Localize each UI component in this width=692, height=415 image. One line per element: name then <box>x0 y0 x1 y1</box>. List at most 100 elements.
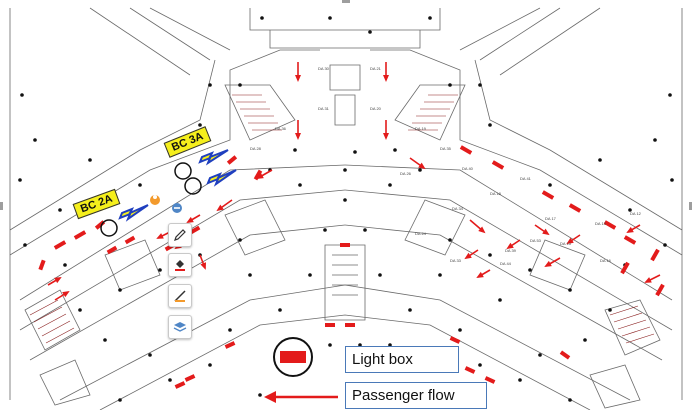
column-dot <box>478 363 482 367</box>
column-dot <box>568 288 572 292</box>
flow-arrowhead <box>383 75 389 82</box>
left-stair-hatch <box>232 94 282 131</box>
pencil-tool-button[interactable] <box>168 223 192 247</box>
legend-lightbox-symbol <box>280 351 306 363</box>
light-box-mark <box>124 235 136 245</box>
gate-label: DA 33 <box>450 258 462 263</box>
right-upper-diagonal <box>459 7 601 76</box>
column-dot <box>103 338 107 342</box>
line-tool-icon <box>174 290 186 302</box>
column-dot <box>33 138 37 142</box>
right-far-pod <box>529 239 586 291</box>
light-box-mark <box>650 248 660 262</box>
column-dot <box>388 343 392 347</box>
passenger-flow-arrows <box>47 62 661 301</box>
light-box-mark <box>459 145 473 155</box>
right-resize-handle[interactable] <box>689 202 692 210</box>
highlight-circle <box>184 177 202 195</box>
gate-label: DA 24 <box>415 231 427 236</box>
column-dot <box>278 308 282 312</box>
gate-label: DA 41 <box>520 176 532 181</box>
gate-label: DA 17 <box>545 216 557 221</box>
gate-label: DA 34 <box>452 206 464 211</box>
gate-label: DA 18 <box>490 191 502 196</box>
light-box-mark <box>106 245 118 255</box>
column-dot <box>668 93 672 97</box>
column-dot <box>368 30 372 34</box>
column-dot <box>298 183 302 187</box>
column-dot <box>568 398 572 402</box>
blue-arrow-upper <box>198 149 229 166</box>
column-dot <box>208 83 212 87</box>
column-dot <box>428 16 432 20</box>
left-bottom-hatch <box>29 299 75 344</box>
gate-label: DA 36 <box>275 126 287 131</box>
light-box-mark <box>340 243 350 247</box>
light-box-mark <box>189 225 201 235</box>
paint-bucket-icon <box>175 260 185 271</box>
right-bottom-hatch <box>609 305 655 344</box>
line-tool-button[interactable] <box>168 284 192 308</box>
column-dot <box>538 353 542 357</box>
right-pod <box>404 199 466 256</box>
light-box-mark <box>325 323 335 327</box>
column-dot <box>208 363 212 367</box>
north-core <box>329 64 361 126</box>
column-dot <box>458 328 462 332</box>
column-dot <box>343 168 347 172</box>
column-dot <box>20 93 24 97</box>
flow-arrowhead <box>644 277 652 283</box>
column-dot <box>653 138 657 142</box>
column-dot <box>528 268 532 272</box>
legend-lightbox-label: Light box <box>345 346 459 373</box>
light-box-mark <box>38 259 46 271</box>
gate-label: DA 53 <box>530 238 542 243</box>
column-dot <box>488 123 492 127</box>
column-dot <box>498 298 502 302</box>
column-dot <box>238 83 242 87</box>
column-dot <box>628 208 632 212</box>
column-dot <box>323 228 327 232</box>
flow-arrowhead <box>542 228 550 236</box>
column-dot <box>78 308 82 312</box>
left-far-pod <box>104 239 161 291</box>
fill-tool-button[interactable] <box>168 253 192 277</box>
column-dot <box>328 16 332 20</box>
column-dot <box>548 183 552 187</box>
highlight-circle <box>174 162 192 180</box>
flow-arrowhead <box>506 242 514 250</box>
left-resize-handle[interactable] <box>0 202 3 210</box>
flow-arrowhead <box>544 260 552 267</box>
gate-label: DA 40 <box>462 166 474 171</box>
light-box-mark <box>491 160 505 170</box>
column-dot <box>308 273 312 277</box>
gate-label: DA 20 <box>370 106 382 111</box>
right-wing-outline <box>370 49 683 256</box>
column-dot <box>158 268 162 272</box>
gate-label: DA 39 <box>505 248 517 253</box>
column-dot <box>478 83 482 87</box>
column-dot <box>663 243 667 247</box>
column-dot <box>378 273 382 277</box>
column-dot <box>448 83 452 87</box>
blue-arrow <box>118 149 237 222</box>
left-concourse <box>19 164 346 361</box>
column-dot <box>488 253 492 257</box>
layers-tool-button[interactable] <box>168 315 192 339</box>
light-box-mark <box>623 235 637 245</box>
column-dot <box>248 273 252 277</box>
pencil-icon <box>174 229 186 241</box>
column-dot <box>168 378 172 382</box>
top-resize-handle[interactable] <box>342 0 350 3</box>
light-box-mark <box>568 203 582 213</box>
light-box-mark <box>655 283 665 297</box>
column-dot <box>328 343 332 347</box>
flow-arrowhead <box>256 172 264 179</box>
light-box-mark <box>620 261 630 275</box>
flow-arrowhead <box>186 216 194 224</box>
light-box-mark <box>559 350 571 360</box>
left-stair-block <box>224 84 296 141</box>
light-box-mark <box>224 341 236 349</box>
